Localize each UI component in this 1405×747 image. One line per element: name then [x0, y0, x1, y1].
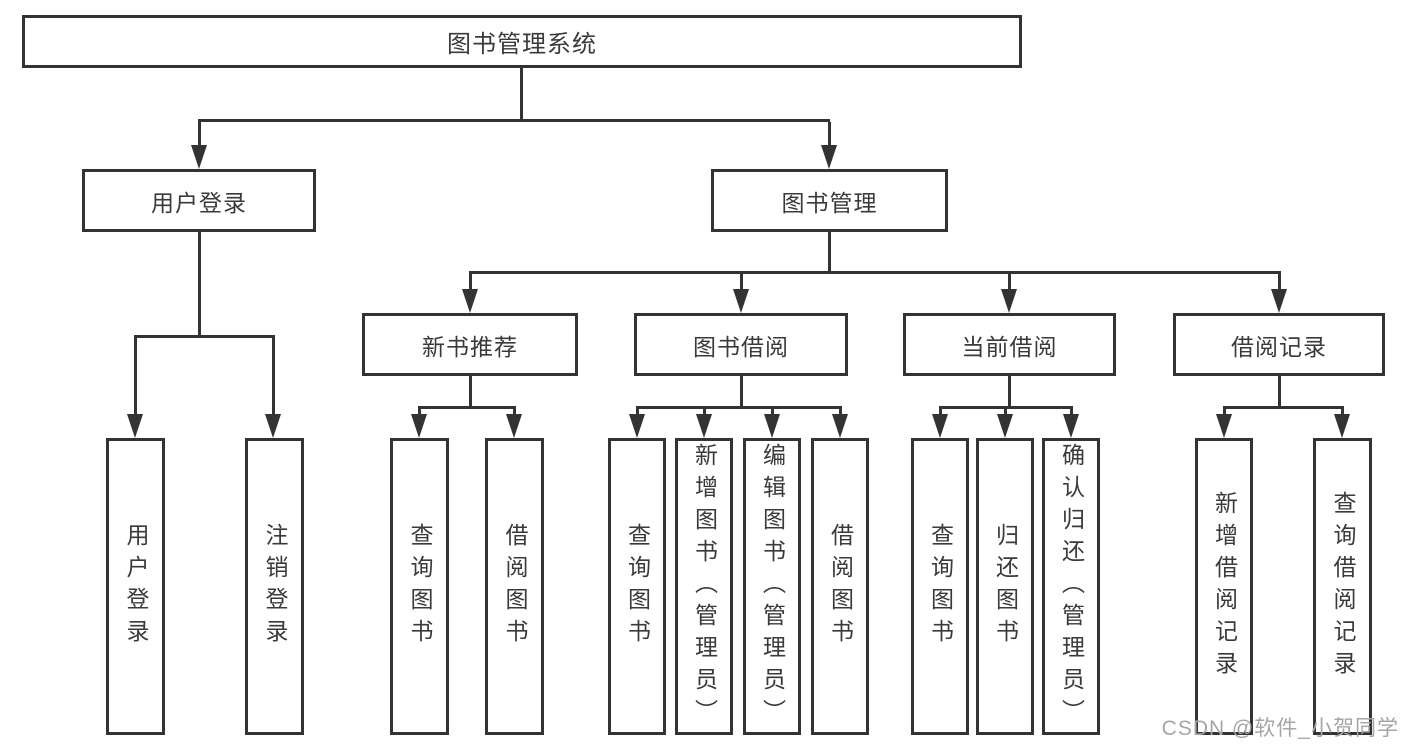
- arrowhead-down: [1063, 414, 1079, 438]
- node-label: 图书借阅: [693, 333, 789, 360]
- connector-line: [417, 406, 516, 409]
- node-label: 新增图书（管理员）: [691, 442, 718, 731]
- connector-line: [1222, 409, 1226, 416]
- connector-line: [1222, 406, 1344, 409]
- node-new-book-recommendation: 新书推荐: [362, 313, 578, 376]
- connector-line: [1007, 376, 1011, 406]
- node-add-books-admin: 新增图书（管理员）: [675, 438, 733, 735]
- arrowhead-down: [764, 414, 780, 438]
- node-label: 归还图书: [992, 522, 1019, 651]
- arrowhead-down: [1271, 289, 1287, 313]
- node-borrow-books-recommend: 借阅图书: [485, 438, 544, 735]
- connector-line: [1007, 274, 1011, 291]
- connector-line: [938, 409, 942, 416]
- connector-line: [635, 406, 842, 409]
- node-query-books-recommend: 查询图书: [390, 438, 449, 735]
- arrowhead-down: [411, 414, 427, 438]
- connector-line: [133, 338, 137, 416]
- node-library-management-system: 图书管理系统: [22, 15, 1022, 68]
- node-label: 图书管理系统: [447, 31, 597, 58]
- node-logout: 注销登录: [245, 438, 304, 735]
- connector-line: [468, 376, 472, 406]
- node-label: 确认归还（管理员）: [1058, 442, 1085, 731]
- arrowhead-down: [462, 289, 478, 313]
- arrowhead-down: [629, 414, 645, 438]
- node-label: 当前借阅: [961, 333, 1058, 360]
- arrowhead-down: [265, 414, 281, 438]
- node-add-borrow-record: 新增借阅记录: [1195, 438, 1253, 735]
- node-label: 新增借阅记录: [1211, 490, 1238, 683]
- node-label: 图书管理: [781, 189, 878, 216]
- node-label: 借阅图书: [502, 522, 528, 651]
- csdn-watermark: CSDN @软件_小贺同学: [1161, 717, 1399, 740]
- node-label: 借阅记录: [1231, 333, 1327, 360]
- connector-line: [197, 119, 830, 122]
- arrowhead-down: [1216, 414, 1232, 438]
- arrowhead-down: [127, 414, 143, 438]
- arrowhead-down: [932, 414, 948, 438]
- connector-line: [1277, 376, 1281, 406]
- connector-line: [827, 122, 831, 147]
- node-label: 用户登录: [123, 522, 149, 651]
- arrowhead-down: [506, 414, 522, 438]
- node-user-login: 用户登录: [82, 169, 316, 232]
- connector-line: [739, 376, 743, 406]
- connector-line: [468, 274, 472, 291]
- connector-line: [1069, 409, 1073, 416]
- node-book-management: 图书管理: [711, 169, 948, 232]
- node-label: 查询借阅记录: [1330, 490, 1356, 683]
- connector-line: [512, 409, 516, 416]
- connector-line: [938, 406, 1073, 409]
- node-confirm-return-admin: 确认归还（管理员）: [1042, 438, 1100, 735]
- node-current-borrowing: 当前借阅: [903, 313, 1116, 376]
- node-edit-books-admin: 编辑图书（管理员）: [743, 438, 801, 735]
- arrowhead-down: [191, 145, 207, 169]
- arrowhead-down: [832, 414, 848, 438]
- node-label: 注销登录: [262, 522, 288, 651]
- connector-line: [197, 122, 201, 147]
- connector-line: [468, 271, 1281, 274]
- arrowhead-down: [1001, 289, 1017, 313]
- node-borrow-books: 借阅图书: [811, 438, 869, 735]
- node-label: 编辑图书（管理员）: [759, 442, 786, 731]
- connector-line: [133, 335, 275, 338]
- connector-line: [1277, 274, 1281, 291]
- node-label: 新书推荐: [422, 333, 518, 360]
- node-label: 查询图书: [407, 522, 433, 651]
- arrowhead-down: [733, 289, 749, 313]
- connector-line: [635, 409, 639, 416]
- connector-line: [519, 68, 523, 119]
- node-user-login-leaf: 用户登录: [106, 438, 165, 735]
- arrowhead-down: [821, 145, 837, 169]
- node-book-borrowing: 图书借阅: [634, 313, 848, 376]
- node-label: 查询图书: [927, 522, 954, 651]
- connector-line: [702, 409, 706, 416]
- node-query-borrow-record: 查询借阅记录: [1313, 438, 1372, 735]
- node-return-books: 归还图书: [976, 438, 1034, 735]
- node-query-books-current: 查询图书: [911, 438, 969, 735]
- arrowhead-down: [696, 414, 712, 438]
- connector-line: [271, 338, 275, 416]
- connector-line: [739, 274, 743, 291]
- connector-line: [1340, 409, 1344, 416]
- connector-line: [1003, 409, 1007, 416]
- node-label: 查询图书: [624, 522, 651, 651]
- node-query-books-borrow: 查询图书: [608, 438, 666, 735]
- connector-line: [197, 232, 201, 335]
- connector-line: [838, 409, 842, 416]
- connector-line: [417, 409, 421, 416]
- arrowhead-down: [997, 414, 1013, 438]
- connector-line: [827, 232, 831, 271]
- node-label: 用户登录: [151, 189, 247, 216]
- node-label: 借阅图书: [827, 522, 854, 651]
- arrowhead-down: [1334, 414, 1350, 438]
- node-borrowing-records: 借阅记录: [1173, 313, 1385, 376]
- connector-line: [770, 409, 774, 416]
